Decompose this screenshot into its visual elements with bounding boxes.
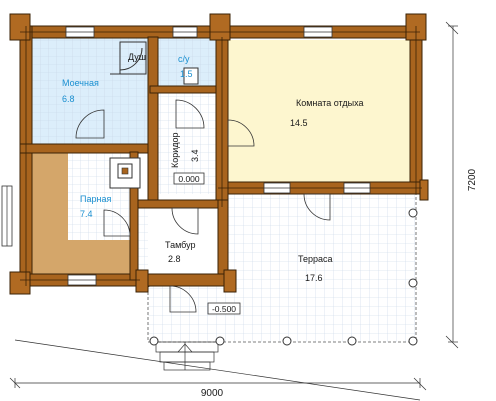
shower [110,41,147,75]
room-komnata-area: 14.5 [290,118,308,128]
stove [109,157,141,189]
room-koridor-area: 3.4 [190,149,200,162]
room-moechnaya-area: 6.8 [62,94,75,104]
room-terrasa-area: 17.6 [305,273,323,283]
terrace-outline [147,194,417,343]
room-su-name: с/у [178,54,190,64]
level-floor: 0.000 [178,174,200,184]
dimension-height: 7200 [467,168,478,191]
room-terrasa-name: Терраса [298,254,333,264]
room-dush-name: Душ [128,52,146,62]
room-komnata-name: Комната отдыха [296,98,364,108]
room-tambur-area: 2.8 [168,254,181,264]
dimension-width: 9000 [201,388,224,399]
windows [1,26,371,286]
doors [75,99,331,313]
dimension-lines [9,21,459,401]
toilet [183,67,199,85]
room-moechnaya-name: Моечная [62,78,99,88]
parnaya-bench-lower [32,240,130,274]
komnata-floor [228,40,410,182]
moechnaya-grid [32,37,150,147]
room-parnaya-name: Парная [80,194,111,204]
room-koridor-name: Коридор [170,132,180,168]
room-tambur-name: Тамбур [165,240,196,250]
room-su-area: 1.5 [180,69,193,79]
terrasa-grid [220,194,416,342]
level-box-terrace [207,302,241,315]
level-box-floor [173,172,205,185]
room-parnaya-area: 7.4 [80,209,93,219]
level-terrace: -0.500 [212,304,236,314]
